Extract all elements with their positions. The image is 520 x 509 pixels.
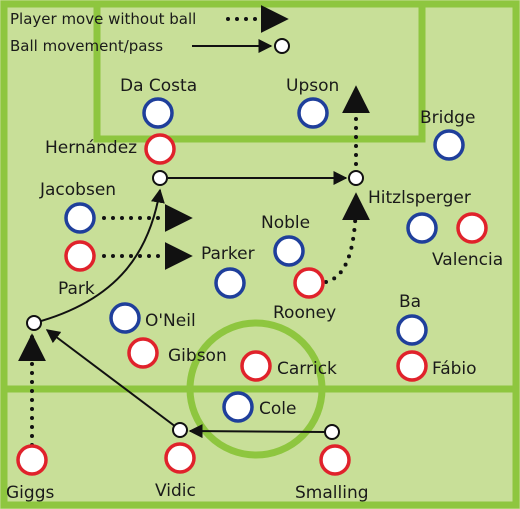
player-label: Jacobsen	[39, 180, 116, 200]
player-marker	[214, 267, 246, 299]
legend-ball-move-label: Ball movement/pass	[10, 37, 163, 55]
movements	[18, 85, 370, 447]
player-marker	[433, 129, 465, 161]
rooney-run	[324, 192, 370, 284]
player-label: Bridge	[420, 108, 475, 128]
player-label: Fábio	[432, 359, 477, 379]
player-label: Noble	[261, 213, 310, 233]
centre-circle	[186, 319, 326, 459]
pass-smalling-vidic	[188, 424, 326, 439]
player-marker	[456, 212, 488, 244]
ball-positions	[26, 170, 364, 440]
player-label: Parker	[201, 244, 255, 264]
legend-player-move-label: Player move without ball	[10, 10, 196, 28]
ball-icon	[324, 424, 340, 440]
penalty-box	[93, 0, 426, 143]
player-label: Vidic	[155, 481, 196, 501]
ball-icon	[348, 170, 364, 186]
player-label: Gibson	[168, 346, 227, 366]
players: Da Costa Upson Bridge Hernández Jacobsen…	[6, 76, 503, 503]
player-label: Rooney	[273, 303, 336, 323]
player-marker	[16, 444, 48, 476]
player-marker	[396, 314, 428, 346]
player-label: Giggs	[6, 483, 54, 503]
legend: Player move without ball Ball movement/p…	[10, 5, 290, 55]
player-marker	[64, 202, 96, 234]
player-label: Hernández	[45, 138, 137, 158]
ball-icon	[26, 315, 42, 331]
pass-to-park	[45, 329, 181, 431]
ball-icon	[152, 170, 168, 186]
player-marker	[222, 391, 254, 423]
player-label: Da Costa	[120, 76, 197, 96]
ball-icon	[172, 422, 188, 438]
player-marker	[142, 97, 174, 129]
player-marker	[144, 133, 176, 165]
player-marker	[127, 337, 159, 369]
player-marker	[406, 212, 438, 244]
player-marker	[109, 302, 141, 334]
player-label: Ba	[399, 292, 421, 312]
player-label: Upson	[286, 76, 339, 96]
player-label: Valencia	[432, 250, 503, 270]
player-marker	[164, 442, 196, 474]
player-marker	[297, 97, 329, 129]
player-label: Cole	[259, 399, 296, 419]
player-marker	[396, 350, 428, 382]
player-marker	[293, 267, 325, 299]
player-label: Smalling	[295, 483, 369, 503]
legend-ball-icon	[274, 38, 290, 54]
player-marker	[273, 235, 305, 267]
player-label: Carrick	[277, 359, 337, 379]
player-label: O'Neil	[145, 311, 196, 331]
pass-to-hernandez	[33, 188, 165, 324]
player-label: Park	[58, 279, 95, 299]
player-marker	[64, 240, 96, 272]
player-label: Hitzlsperger	[368, 188, 471, 208]
player-marker	[240, 350, 272, 382]
player-marker	[319, 444, 351, 476]
